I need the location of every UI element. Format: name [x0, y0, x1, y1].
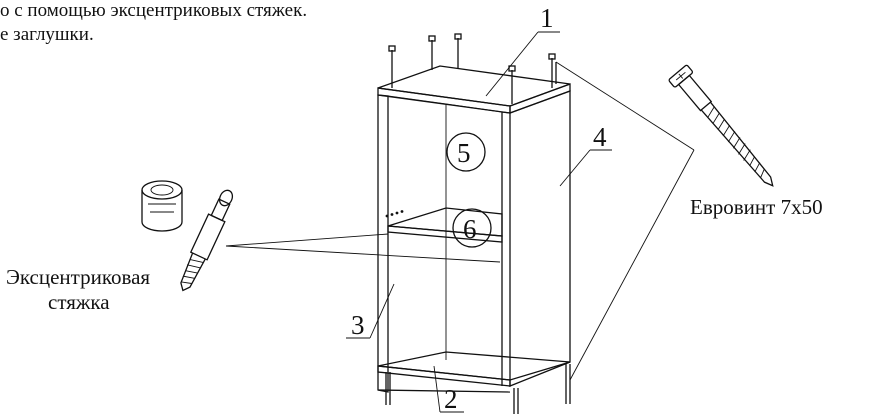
cam-housing	[141, 180, 183, 232]
part-1-label: 1	[540, 3, 554, 33]
part-6-label: 6	[463, 214, 477, 244]
part-5-label: 5	[457, 138, 471, 168]
part-2-label: 2	[444, 384, 458, 414]
part-3-label: 3	[351, 310, 365, 340]
eurobolt-caption: Евровинт 7х50	[690, 195, 823, 219]
cam-lock-caption-line-2: стяжка	[48, 290, 110, 314]
right-side-panel	[501, 90, 571, 387]
cam-dowel	[180, 189, 234, 292]
part-5-circle	[446, 132, 486, 172]
bottom-panel	[377, 351, 571, 393]
part-4-label: 4	[593, 122, 607, 152]
cabinet	[377, 33, 571, 414]
part-6-circle	[452, 208, 492, 248]
top-screws	[388, 33, 557, 104]
shelf	[385, 207, 503, 243]
cam-lock-caption-line-1: Эксцентриковая	[6, 265, 150, 289]
left-side-panel	[377, 94, 447, 393]
instruction-text-line-1: о с помощью эксцентриковых стяжек.	[0, 0, 308, 21]
cam-lock-illustration	[141, 180, 234, 292]
cabinet-legs	[385, 364, 571, 414]
eurobolt-screw-illustration	[668, 64, 774, 187]
back-panel	[445, 103, 503, 360]
top-panel	[377, 65, 571, 114]
instruction-text-line-2: е заглушки.	[0, 24, 94, 45]
leader-lines	[225, 31, 695, 413]
